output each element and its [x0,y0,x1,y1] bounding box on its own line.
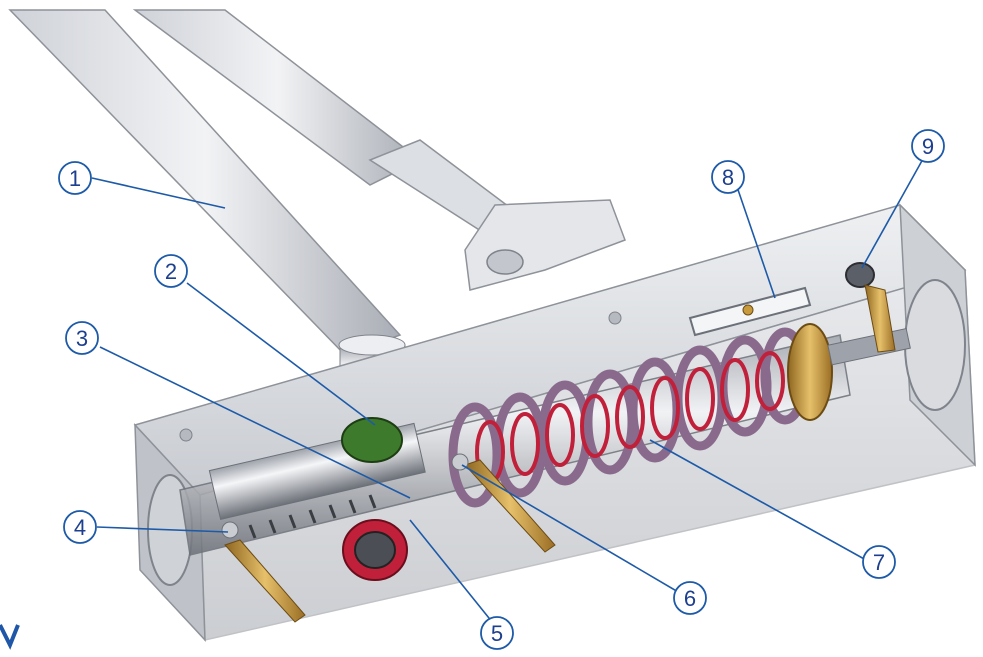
sight-glass [688,286,812,337]
callout-8: 8 [711,160,745,194]
callout-4-label: 4 [74,515,86,540]
callout-7-label: 7 [873,550,885,575]
regulating-valves [221,453,556,623]
backcheck-valve [845,262,896,353]
callout-5-label: 5 [491,621,503,646]
callout-5: 5 [480,616,514,650]
pinion-gear [341,417,408,581]
callout-9: 9 [911,129,945,163]
callout-3-label: 3 [76,326,88,351]
callout-7: 7 [862,545,896,579]
callout-1: 1 [58,161,92,195]
edge-mark [0,624,20,650]
callout-4: 4 [63,510,97,544]
callout-8-label: 8 [722,165,734,190]
callout-2-label: 2 [165,259,177,284]
callout-1-label: 1 [69,166,81,191]
closer-arm [8,9,626,356]
callout-3: 3 [65,321,99,355]
spring-adjusting-nut [787,323,911,421]
callout-6: 6 [673,581,707,615]
callout-2: 2 [154,254,188,288]
callout-9-label: 9 [922,134,934,159]
leader-lines [91,149,929,629]
callout-6-label: 6 [684,586,696,611]
